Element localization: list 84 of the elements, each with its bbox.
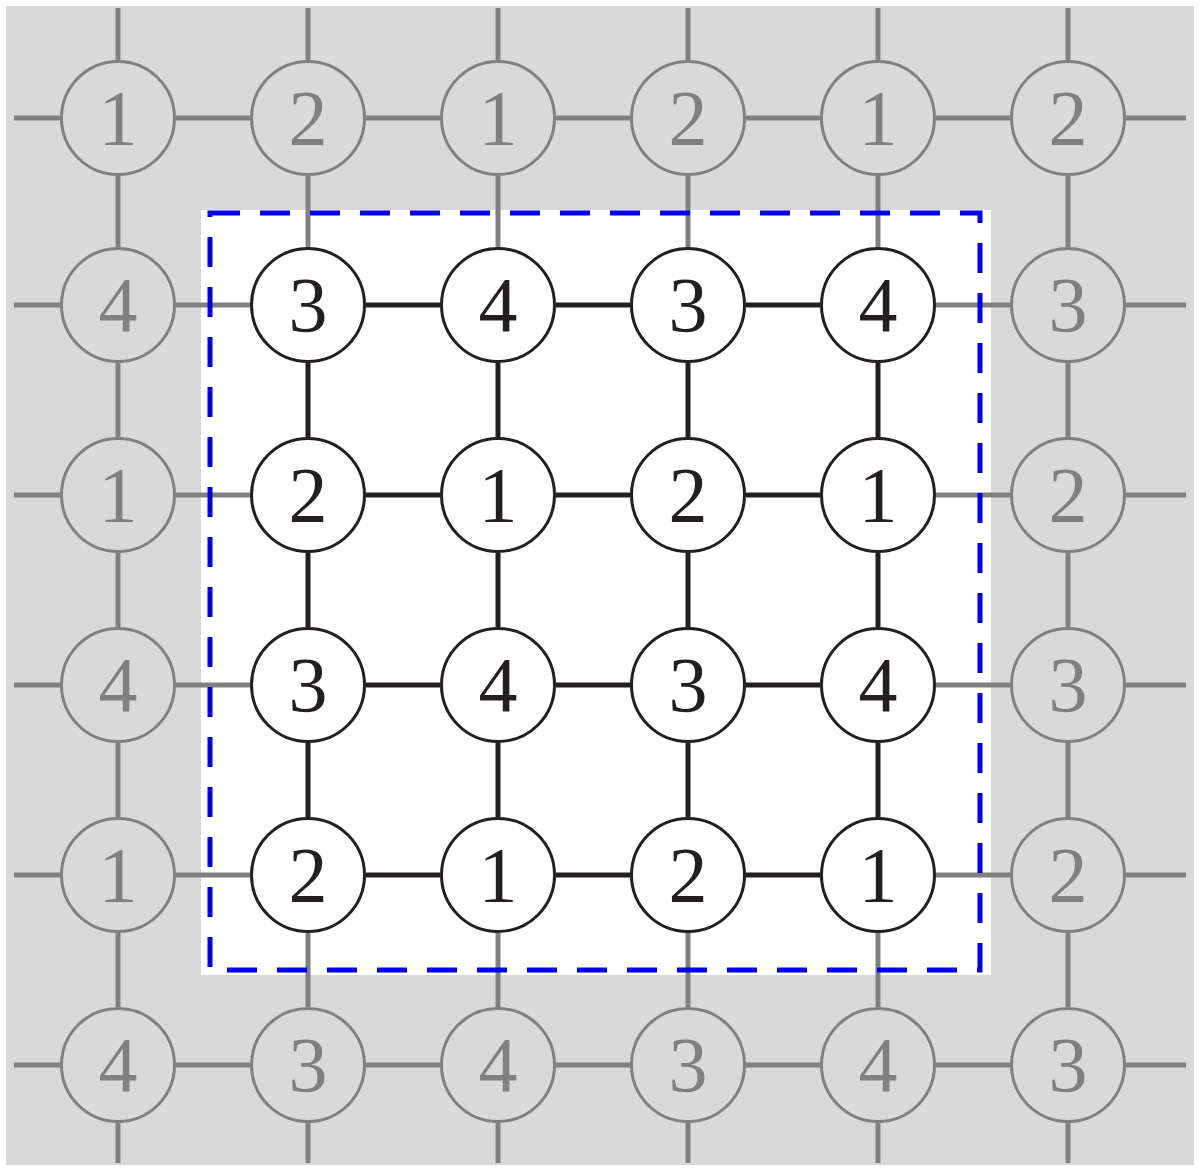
connector-line xyxy=(685,1123,691,1163)
connector-line xyxy=(1126,1062,1186,1068)
connector-line xyxy=(305,1123,311,1163)
connector-line xyxy=(1065,363,1071,437)
connector-line xyxy=(305,176,311,247)
connector-line xyxy=(685,176,691,247)
connector-line xyxy=(1065,553,1071,627)
connector-line xyxy=(115,363,121,437)
connector-line xyxy=(556,682,630,688)
connector-line xyxy=(936,302,1010,308)
connector-line xyxy=(115,933,121,1007)
connector-line xyxy=(1065,743,1071,817)
connector-line xyxy=(936,872,1010,878)
connector-line xyxy=(746,115,820,121)
connector-line xyxy=(495,363,501,437)
connector-line xyxy=(685,933,691,1007)
connector-line xyxy=(746,1062,820,1068)
connector-line xyxy=(495,933,501,1007)
connector-line xyxy=(746,872,820,878)
connector-line xyxy=(115,743,121,817)
connector-line xyxy=(305,363,311,437)
connector-line xyxy=(176,492,250,498)
connector-line xyxy=(936,1062,1010,1068)
connector-line xyxy=(176,872,250,878)
connector-line xyxy=(875,743,881,817)
connector-line xyxy=(14,872,60,878)
connector-line xyxy=(936,492,1010,498)
connector-line xyxy=(875,553,881,627)
connector-line xyxy=(556,115,630,121)
connector-line xyxy=(366,682,440,688)
connector-line xyxy=(875,8,881,60)
connector-line xyxy=(366,1062,440,1068)
connector-line xyxy=(685,743,691,817)
connector-line xyxy=(495,743,501,817)
connector-line xyxy=(305,933,311,1007)
connector-line xyxy=(115,553,121,627)
connector-line xyxy=(115,8,121,60)
connector-line xyxy=(1065,933,1071,1007)
connector-line xyxy=(495,1123,501,1163)
connector-line xyxy=(685,8,691,60)
connector-line xyxy=(875,1123,881,1163)
connector-line xyxy=(1126,682,1186,688)
connector-line xyxy=(1126,115,1186,121)
connector-line xyxy=(115,1123,121,1163)
connector-line xyxy=(14,115,60,121)
connector-line xyxy=(936,115,1010,121)
connector-line xyxy=(14,492,60,498)
connector-line xyxy=(1065,1123,1071,1163)
connector-line xyxy=(1126,872,1186,878)
connector-line xyxy=(556,872,630,878)
connector-line xyxy=(1065,176,1071,247)
connector-line xyxy=(556,1062,630,1068)
connector-line xyxy=(176,302,250,308)
connector-line xyxy=(305,8,311,60)
connector-line xyxy=(366,492,440,498)
connector-line xyxy=(366,302,440,308)
connector-line xyxy=(746,492,820,498)
connector-line xyxy=(1126,302,1186,308)
connector-line xyxy=(936,682,1010,688)
connector-line xyxy=(685,553,691,627)
connector-line xyxy=(1126,492,1186,498)
connector-line xyxy=(875,933,881,1007)
connector-line xyxy=(746,302,820,308)
connector-line xyxy=(1065,8,1071,60)
connector-line xyxy=(366,115,440,121)
connector-line xyxy=(495,176,501,247)
connector-line xyxy=(875,176,881,247)
connector-line xyxy=(176,1062,250,1068)
connector-line xyxy=(875,363,881,437)
connector-line xyxy=(14,682,60,688)
connector-line xyxy=(556,492,630,498)
connector-line xyxy=(685,363,691,437)
connector-line xyxy=(115,176,121,247)
connector-line xyxy=(746,682,820,688)
connector-line xyxy=(14,302,60,308)
connector-line xyxy=(14,1062,60,1068)
connector-line xyxy=(176,115,250,121)
connector-line xyxy=(366,872,440,878)
connector-line xyxy=(495,553,501,627)
connector-line xyxy=(305,743,311,817)
connector-line xyxy=(495,8,501,60)
connector-line xyxy=(556,302,630,308)
connector-line xyxy=(176,682,250,688)
connector-line xyxy=(305,553,311,627)
